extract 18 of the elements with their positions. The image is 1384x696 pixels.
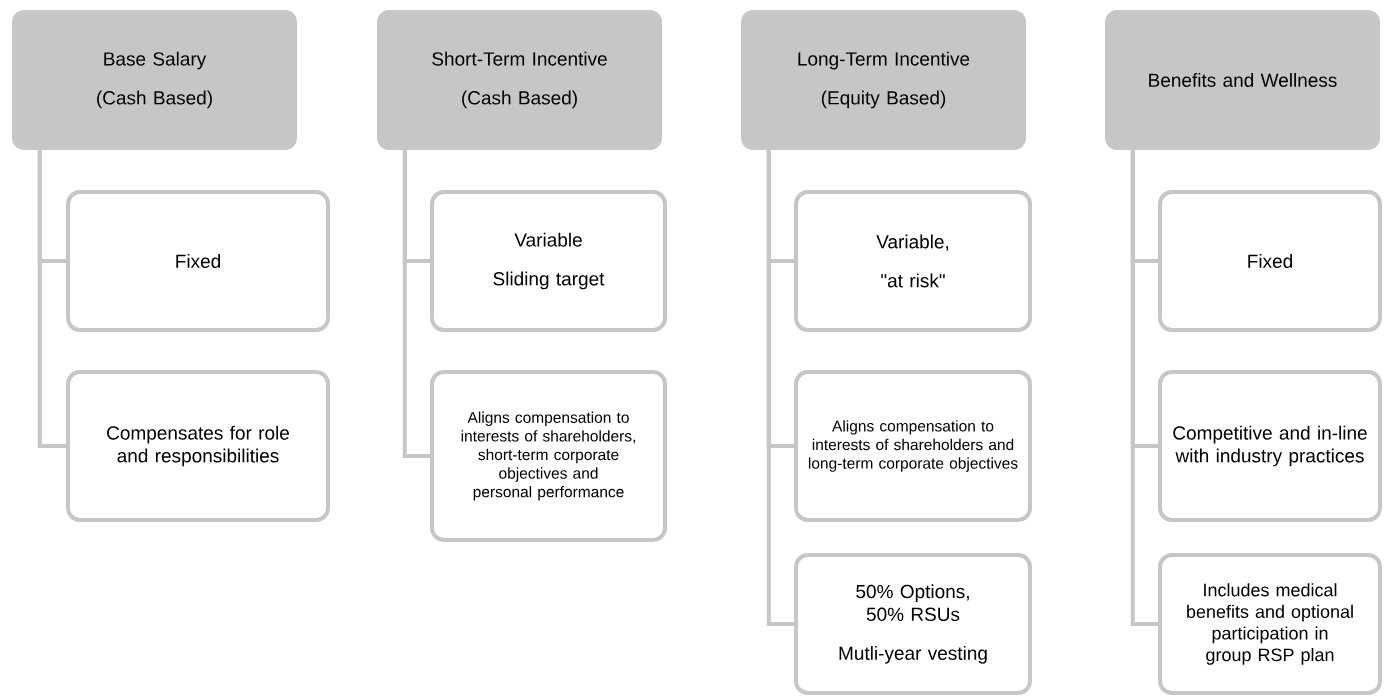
detail-box: Aligns compensation to interests of shareholders, short-term corporate objectives and personal performance (430, 370, 667, 542)
detail-box: Includes medical benefits and optional participation in group RSP plan (1158, 553, 1382, 695)
connector-line (402, 150, 430, 458)
category-box: Long-Term Incentive (Equity Based) (741, 10, 1026, 150)
category-box: Short-Term Incentive (Cash Based) (377, 10, 662, 150)
detail-box: Aligns compensation to interests of shareholders and long-term corporate objectives (794, 370, 1032, 522)
connector-line (1130, 150, 1158, 626)
category-box: Benefits and Wellness (1105, 10, 1380, 150)
detail-box: Competitive and in-line with industry practices (1158, 370, 1382, 522)
detail-box: Fixed (66, 190, 330, 332)
detail-box: Variable Sliding target (430, 190, 667, 332)
detail-box: Fixed (1158, 190, 1382, 332)
detail-box: 50% Options, 50% RSUs Mutli-year vesting (794, 553, 1032, 695)
detail-box: Compensates for role and responsibilities (66, 370, 330, 522)
category-box: Base Salary (Cash Based) (12, 10, 297, 150)
connector-line (766, 150, 794, 626)
connector-line (37, 150, 66, 448)
detail-box: Variable, "at risk" (794, 190, 1032, 332)
